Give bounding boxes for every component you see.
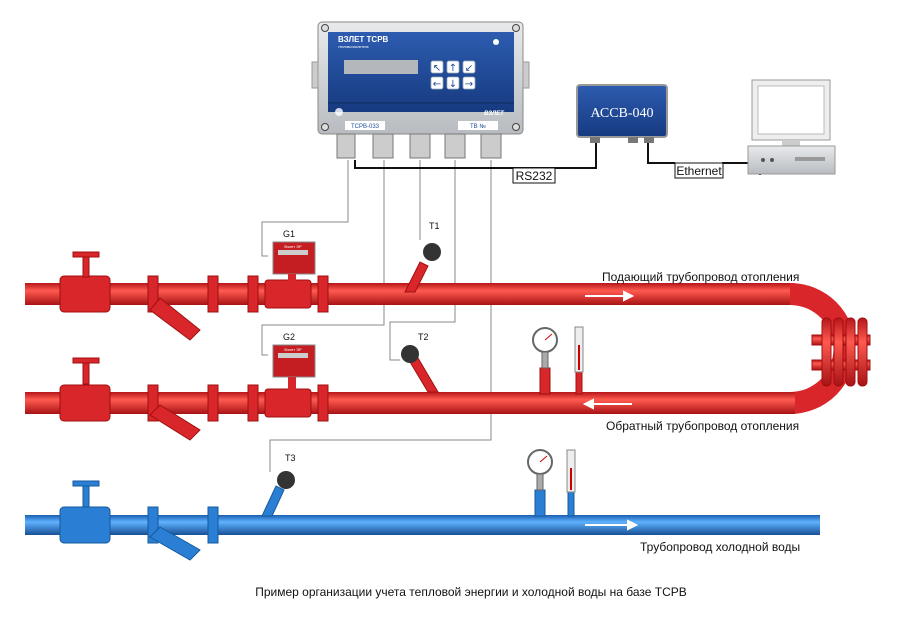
rs232-label: RS232 (516, 169, 553, 183)
meter-label: Взлет ЭР (284, 347, 302, 352)
tsrv-controller: ВЗЛЕТ ТСРВ тепловычислитель ↖ ↑ ↙ ← ↓ → ВЗЛЕ… (311, 21, 530, 159)
controller-subtitle: тепловычислитель (338, 45, 369, 49)
supply-pipe (25, 283, 795, 305)
g1-label: G1 (283, 229, 295, 239)
cold-pipe-label: Трубопровод холодной воды (640, 540, 800, 554)
computer-icon (747, 79, 836, 175)
return-pipe (25, 392, 795, 414)
key-down[interactable] (446, 76, 460, 90)
key-left[interactable] (430, 76, 444, 90)
cold-water-pipe (25, 515, 820, 535)
accb-040-adapter: АССВ-040 (576, 84, 668, 143)
svg-text:↙: ↙ (465, 63, 473, 74)
svg-text:←: ← (433, 79, 441, 90)
svg-text:↑: ↑ (449, 63, 457, 74)
lcd-display (344, 60, 418, 74)
ce-mark-icon (493, 39, 499, 45)
flowmeter-g2: Взлет ЭР (272, 344, 316, 391)
diagram-caption: Пример организации учета тепловой энерги… (255, 585, 687, 599)
supply-pipe-label: Подающий трубопровод отопления (602, 270, 799, 284)
svg-text:→: → (465, 79, 473, 90)
key-down-left[interactable] (462, 60, 476, 74)
t1-label: T1 (429, 221, 440, 231)
controller-title: ВЗЛЕТ ТСРВ (338, 35, 389, 44)
meter-label: Взлет ЭР (284, 244, 302, 249)
thermometers (566, 326, 584, 493)
key-up-left[interactable] (430, 60, 444, 74)
radiator-icon (811, 317, 871, 387)
signal-wires (261, 160, 492, 472)
vzlet-logo-icon (335, 108, 343, 116)
keypad-arrow-icons: ↖ ↑ ↙ ← ↓ → (433, 63, 473, 90)
t3-label: T3 (285, 453, 296, 463)
rs232-label-box (512, 167, 556, 184)
key-up[interactable] (446, 60, 460, 74)
svg-text:↖: ↖ (433, 63, 441, 74)
flow-arrow-icons (582, 290, 639, 531)
screw-icons (321, 24, 520, 131)
controller-logo-text: ВЗЛЕТ (484, 111, 505, 117)
pipe-fittings (59, 251, 583, 561)
cable-glands (336, 133, 502, 159)
key-right[interactable] (462, 76, 476, 90)
t2-label: T2 (418, 332, 429, 342)
pressure-gauges (527, 327, 558, 491)
temperature-sensor-heads (277, 243, 441, 489)
g2-label: G2 (283, 332, 295, 342)
svg-text:↓: ↓ (449, 79, 457, 90)
adapter-label: АССВ-040 (590, 106, 653, 121)
keypad (430, 60, 476, 90)
model-label: ТСРВ-033 (351, 124, 380, 130)
return-pipe-label: Обратный трубопровод отопления (606, 419, 799, 433)
ethernet-label-box (674, 162, 724, 179)
flowmeter-g1: Взлет ЭР (272, 241, 316, 282)
serial-label: ТВ № (470, 123, 486, 130)
ethernet-label: Ethernet (676, 164, 722, 178)
